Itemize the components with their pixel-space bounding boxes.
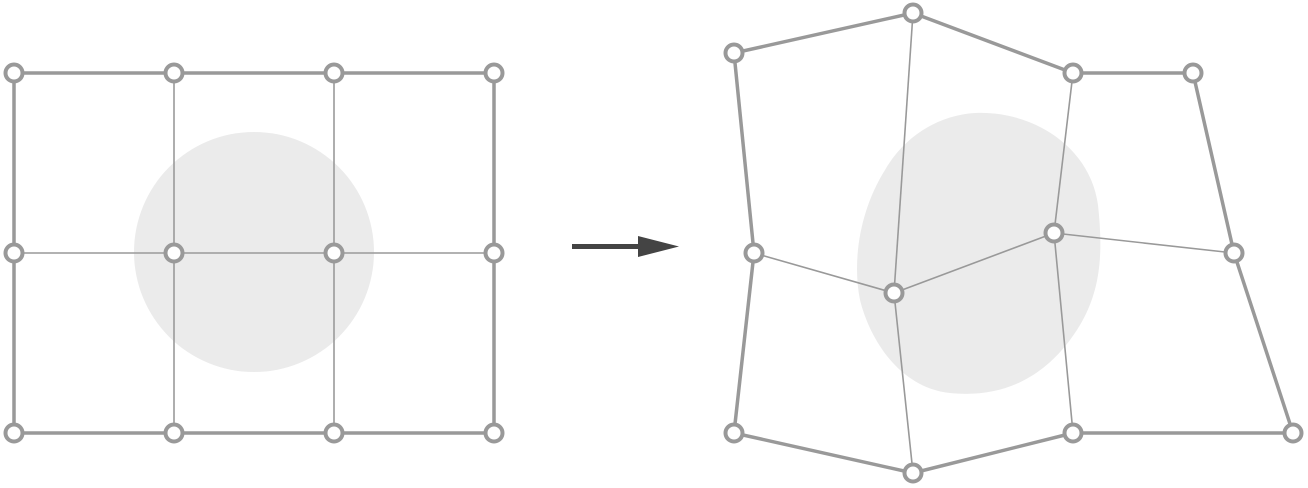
right-grid-node [902,462,924,484]
right-grid-outer-edge [1232,252,1295,434]
right-grid-inner-edge [1053,232,1235,254]
arrow [572,236,679,257]
right-grid-nodes [723,2,1304,484]
right-grid-edges [732,11,1295,475]
left-grid-node [163,62,185,84]
right-grid-outer-edge [732,252,756,434]
left-grid-node [323,242,345,264]
arrow-head [638,236,679,257]
left-grid-node [483,62,505,84]
right-grid-node [1043,222,1065,244]
right-grid-node [1062,62,1084,84]
right-grid-node [743,242,765,264]
right-grid-outer-edge [732,52,756,254]
left-grid-node [3,422,25,444]
right-grid-inner-edge [1053,72,1074,234]
left-grid-node [323,62,345,84]
left-grid-nodes [3,62,505,444]
right-grid-outer-edge [912,431,1074,475]
left-grid-node [3,242,25,264]
right-grid-inner-edge [1053,232,1074,434]
right-grid-node [1223,242,1245,264]
right-grid-outer-edge [733,11,914,55]
left-grid-node [3,62,25,84]
left-blob [134,132,374,372]
right-grid-inner-edge [893,292,914,474]
left-grid-edges [12,71,496,435]
right-grid-inner-edge [893,232,1055,294]
right-blob [857,112,1101,394]
right-grid-inner-edge [753,252,895,294]
right-grid-node [883,282,905,304]
left-grid-node [483,422,505,444]
left-grid-node [163,242,185,264]
right-grid-node [1062,422,1084,444]
left-grid-node [163,422,185,444]
right-grid-inner-edge [893,12,914,294]
right-grid-outer-edge [1191,72,1236,254]
right-grid-node [1282,422,1304,444]
right-grid-node [723,42,745,64]
right-grid-outer-edge [912,11,1074,75]
left-grid-node [323,422,345,444]
right-grid-outer-edge [733,431,914,475]
right-grid-node [1182,62,1204,84]
left-grid-node [483,242,505,264]
right-grid-node [723,422,745,444]
right-grid-node [902,2,924,24]
